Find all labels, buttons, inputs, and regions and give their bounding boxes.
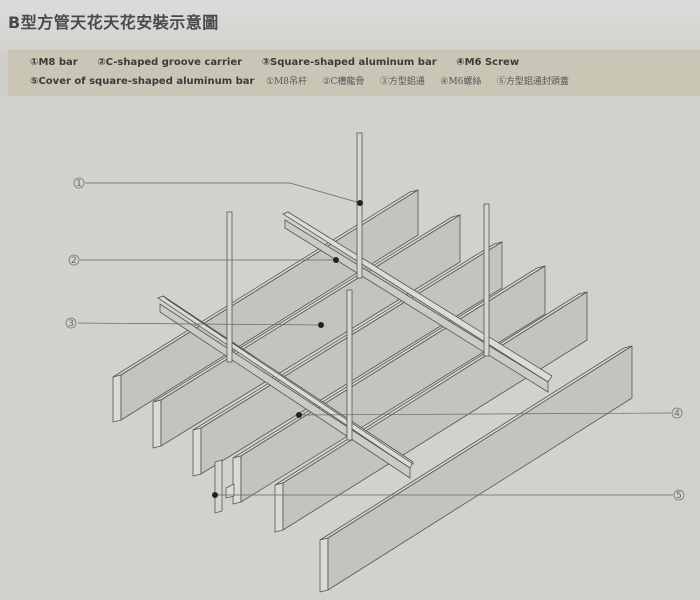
m8-rod-2 <box>226 211 233 363</box>
callout-lines <box>77 182 673 496</box>
marker-dot-5 <box>212 492 218 498</box>
legend-item-m6-screw: ④M6 Screw <box>456 57 520 68</box>
callout-number-3: 3 <box>68 319 74 329</box>
page-title: B型方管天花天花安裝示意圖 <box>8 13 219 32</box>
legend-cn-4: ④M6螺絲 <box>440 77 482 87</box>
callout-circle-3 <box>65 317 77 329</box>
marker-dot-4 <box>296 412 302 418</box>
callout-number-4: 4 <box>674 409 680 419</box>
header-band: B型方管天花天花安裝示意圖 <box>0 0 700 50</box>
legend-item-square-bar: ③Square-shaped aluminum bar <box>261 57 437 68</box>
callout-circle-2 <box>68 254 80 266</box>
callout-circle-4 <box>671 407 683 419</box>
marker-dot-3 <box>318 322 324 328</box>
marker-dot-2 <box>333 257 339 263</box>
m8-rod-3 <box>483 203 490 357</box>
marker-dot-1 <box>357 200 363 206</box>
legend-cn-1: ①M8吊杆 <box>265 77 307 87</box>
m8-rod-4 <box>346 289 353 441</box>
callout-circle-1 <box>73 177 85 189</box>
legend-item-c-carrier: ②C-shaped groove carrier <box>97 57 243 68</box>
callout-number-5: 5 <box>676 491 682 501</box>
legend-row-2: ⑤Cover of square-shaped aluminum bar ①M8… <box>30 74 581 87</box>
legend-item-cover: ⑤Cover of square-shaped aluminum bar <box>30 76 255 87</box>
legend-cn-5: ⑤方型鋁通封頭蓋 <box>496 77 569 87</box>
aluminum-bar-6 <box>319 345 633 593</box>
legend-row-english-1: ①M8 bar ②C-shaped groove carrier ③Square… <box>30 57 535 68</box>
legend-item-m8-bar: ①M8 bar <box>30 57 78 68</box>
legend: ①M8 bar ②C-shaped groove carrier ③Square… <box>8 50 700 96</box>
callout-number-1: 1 <box>76 179 82 189</box>
callout-circle-5 <box>673 489 685 501</box>
legend-cn-2: ②C槽龍骨 <box>322 77 365 87</box>
end-cover <box>214 459 235 514</box>
callout-number-2: 2 <box>71 256 77 266</box>
legend-cn-3: ③方型鋁通 <box>379 77 425 87</box>
